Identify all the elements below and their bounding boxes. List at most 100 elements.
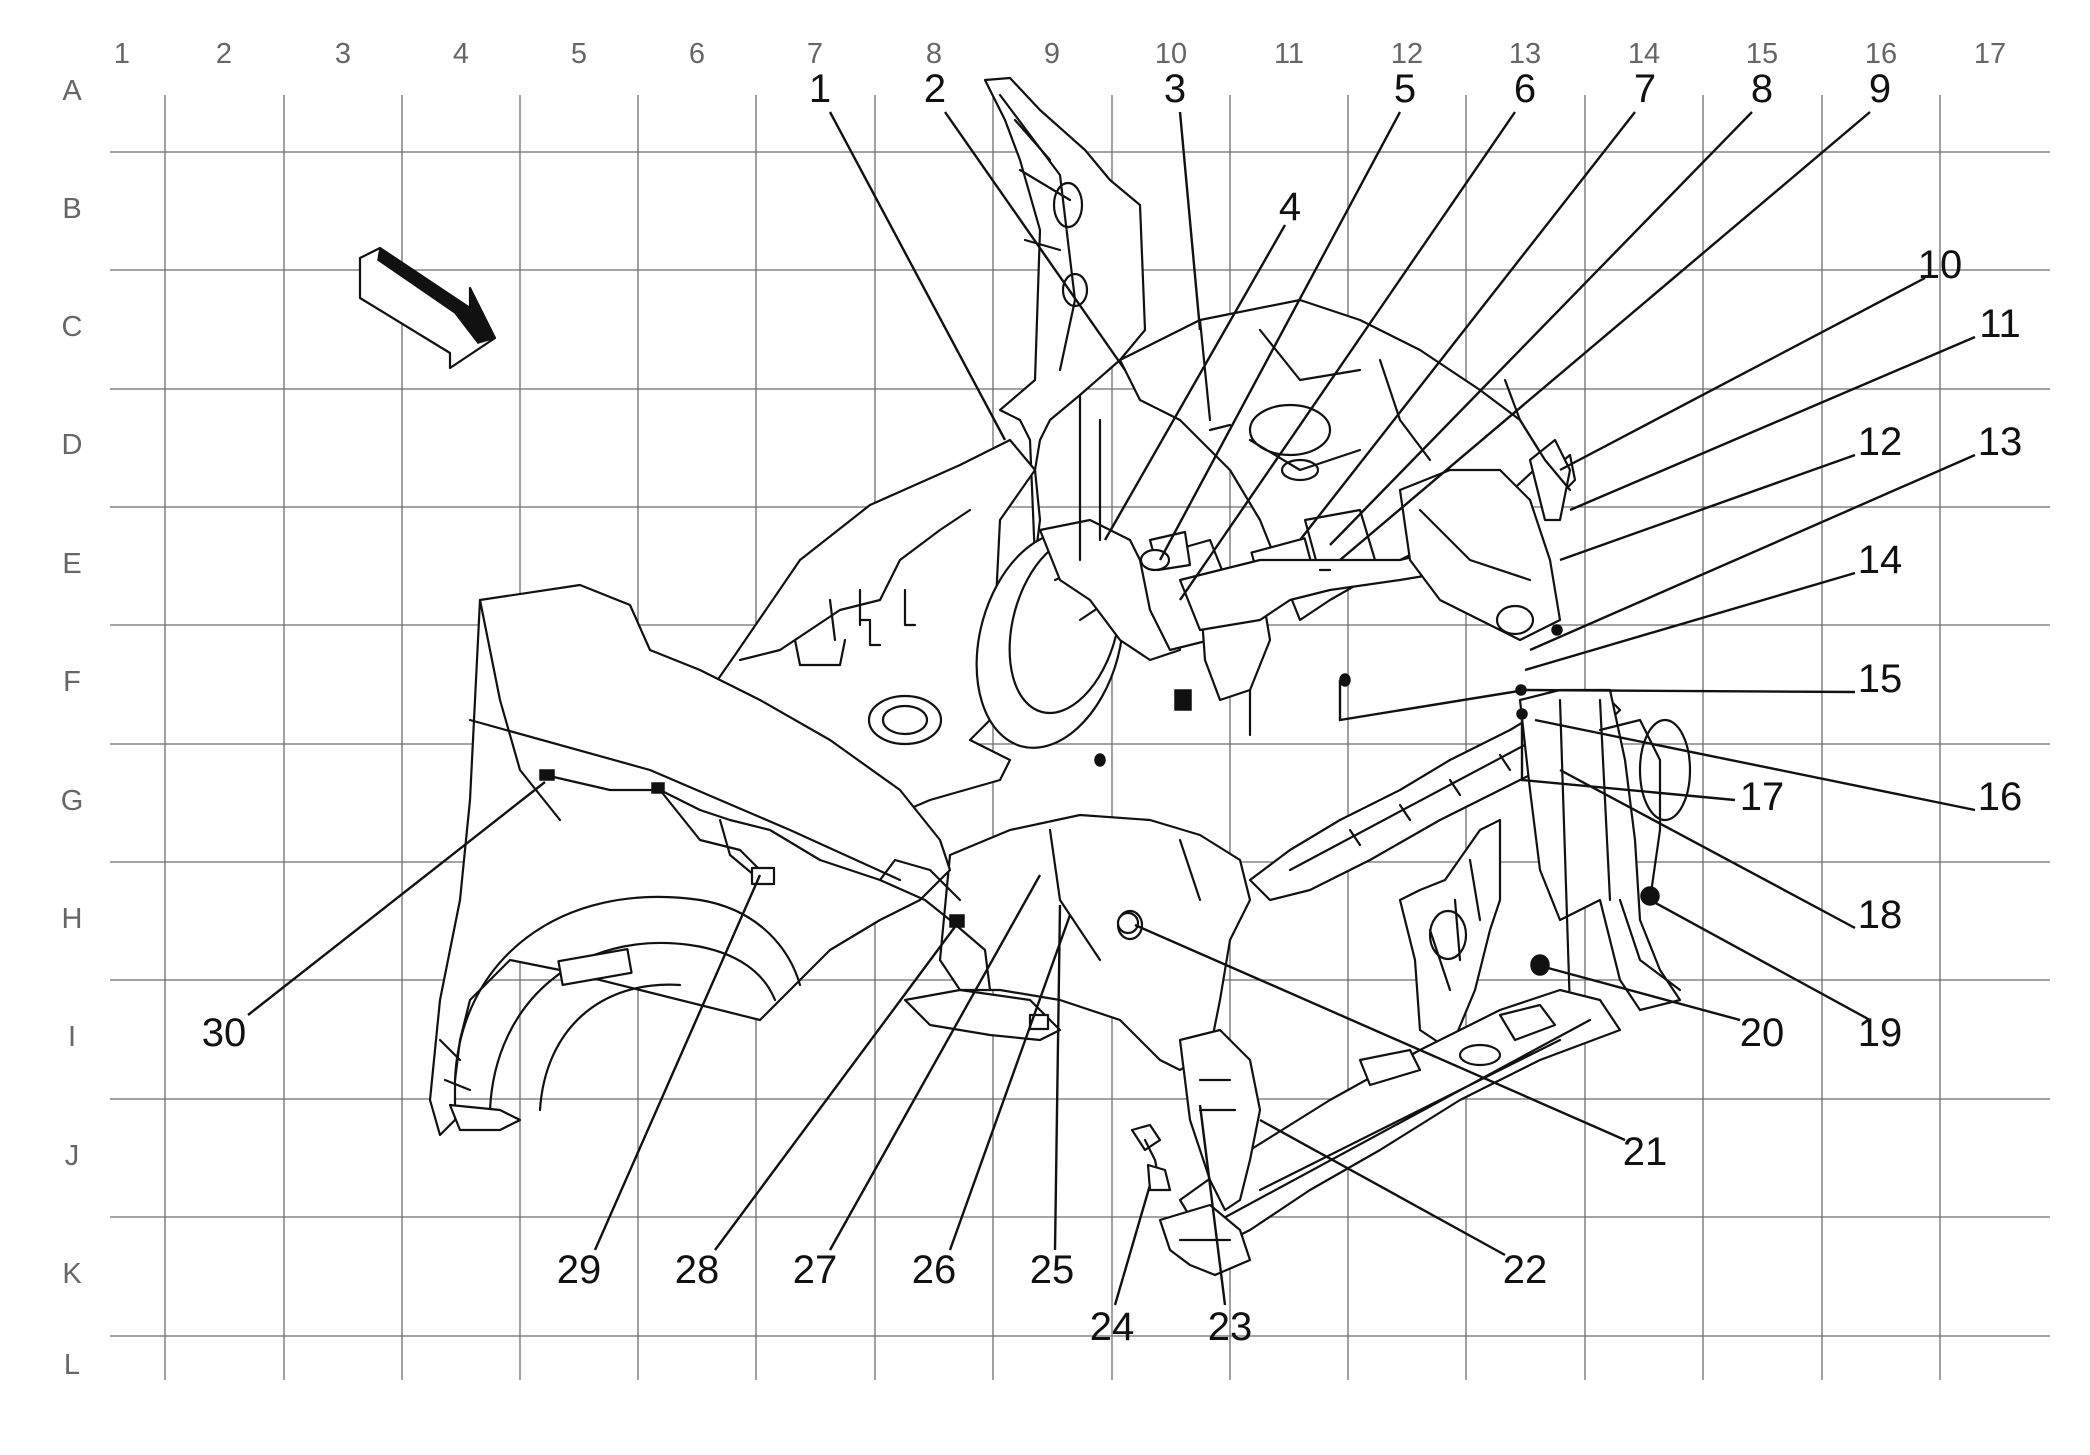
leader-line: [1339, 111, 1871, 561]
callout-label: 4: [1279, 185, 1301, 229]
grid-column-label: 2: [216, 38, 232, 70]
callout-29: 29: [557, 874, 762, 1292]
leader-line: [714, 919, 961, 1251]
leader-line: [1259, 1118, 1506, 1257]
grid-column-label: 15: [1746, 38, 1778, 70]
grid-column-label: 6: [689, 38, 705, 70]
grid-row-label: J: [65, 1140, 80, 1172]
callout-label: 5: [1394, 67, 1416, 111]
grid-column-label: 3: [335, 38, 351, 70]
callout-16: 16: [1534, 718, 2023, 819]
callout-label: 24: [1090, 1305, 1135, 1349]
leader-line: [1569, 335, 1976, 512]
callout-8: 8: [1329, 67, 1773, 546]
callout-label: 22: [1503, 1248, 1548, 1292]
callout-3: 3: [1164, 67, 1202, 331]
forward-arrow-icon: [358, 246, 497, 370]
callout-label: 9: [1869, 67, 1891, 111]
grid-row-label: E: [62, 548, 81, 580]
callout-label: 17: [1740, 775, 1785, 819]
grid-column-label: 5: [571, 38, 587, 70]
callout-22: 22: [1259, 1118, 1548, 1292]
callout-label: 3: [1164, 67, 1186, 111]
callout-label: 20: [1740, 1011, 1785, 1055]
leader-line: [1559, 276, 1926, 472]
front-fender: [428, 583, 952, 1137]
callout-15: 15: [1338, 657, 1903, 722]
leader-line: [1520, 720, 1736, 802]
leader-line: [1053, 904, 1062, 1251]
leader-line: [1299, 111, 1636, 541]
grid-row-label: A: [62, 75, 82, 107]
leader-line: [1134, 923, 1626, 1142]
cooling-fan: [1398, 818, 1502, 1052]
callout-19: 19: [1649, 898, 1903, 1055]
grid-row-label: L: [64, 1349, 80, 1381]
callout-20: 20: [1547, 966, 1785, 1055]
callout-14: 14: [1524, 538, 1902, 672]
leader-line: [948, 914, 1072, 1251]
grid-row-label: I: [68, 1021, 76, 1053]
callout-label: 27: [793, 1248, 838, 1292]
callout-10: 10: [1559, 243, 1963, 472]
callout-label: 2: [924, 67, 946, 111]
callout-23: 23: [1198, 1104, 1253, 1349]
leader-line: [1559, 768, 1856, 930]
leader-line: [1198, 1104, 1227, 1306]
leader-line: [1329, 111, 1753, 546]
grid-column-label: 12: [1391, 38, 1423, 70]
callout-label: 19: [1858, 1011, 1903, 1055]
callout-18: 18: [1559, 768, 1903, 937]
grid-row-label: H: [62, 903, 83, 935]
grid-column-label: 13: [1509, 38, 1541, 70]
callout-label: 1: [809, 67, 831, 111]
callout-label: 6: [1514, 67, 1536, 111]
callout-label: 23: [1208, 1305, 1253, 1349]
leader-line: [1103, 224, 1287, 541]
callout-5: 5: [1158, 67, 1416, 561]
callout-30: 30: [202, 781, 546, 1055]
callout-2: 2: [924, 67, 1126, 371]
callout-label: 18: [1858, 893, 1903, 937]
leader-line: [1529, 453, 1976, 652]
grid-column-label: 9: [1044, 38, 1060, 70]
grid-column-label: 1: [114, 38, 130, 70]
callout-label: 10: [1918, 243, 1963, 287]
leader-line: [1113, 1184, 1152, 1306]
callout-24: 24: [1090, 1184, 1152, 1349]
callout-13: 13: [1529, 420, 2023, 652]
hinge-pillar: [983, 76, 1147, 562]
grid-row-label: K: [62, 1258, 82, 1290]
callout-7: 7: [1299, 67, 1656, 541]
callout-label: 16: [1978, 775, 2023, 819]
callout-label: 30: [202, 1011, 247, 1055]
leader-line: [1559, 453, 1856, 562]
callout-label: 21: [1623, 1130, 1668, 1174]
callout-21: 21: [1134, 923, 1668, 1174]
callout-4: 4: [1103, 185, 1301, 541]
grid-row-label: C: [62, 311, 83, 343]
leader-line: [1179, 111, 1516, 601]
callout-label: 7: [1634, 67, 1656, 111]
leader-line: [1534, 718, 1976, 812]
callout-label: 13: [1978, 420, 2023, 464]
leader-line: [247, 781, 546, 1016]
leader-line: [1524, 571, 1856, 672]
callout-1: 1: [809, 67, 1007, 441]
leader-line: [828, 111, 1007, 441]
callout-label: 15: [1858, 657, 1903, 701]
grid-row-label: D: [62, 429, 83, 461]
callout-label: 12: [1858, 420, 1903, 464]
lower-strut: [1178, 1028, 1262, 1212]
fender-harness: [543, 773, 952, 922]
grid-row-label: G: [61, 785, 84, 817]
callout-17: 17: [1520, 720, 1785, 819]
leader-line: [593, 874, 762, 1251]
grid-column-label: 16: [1865, 38, 1897, 70]
grid-column-label: 11: [1274, 38, 1304, 70]
leader-line: [1547, 966, 1741, 1022]
grid-row-label: F: [63, 666, 81, 698]
callout-25: 25: [1030, 904, 1074, 1292]
